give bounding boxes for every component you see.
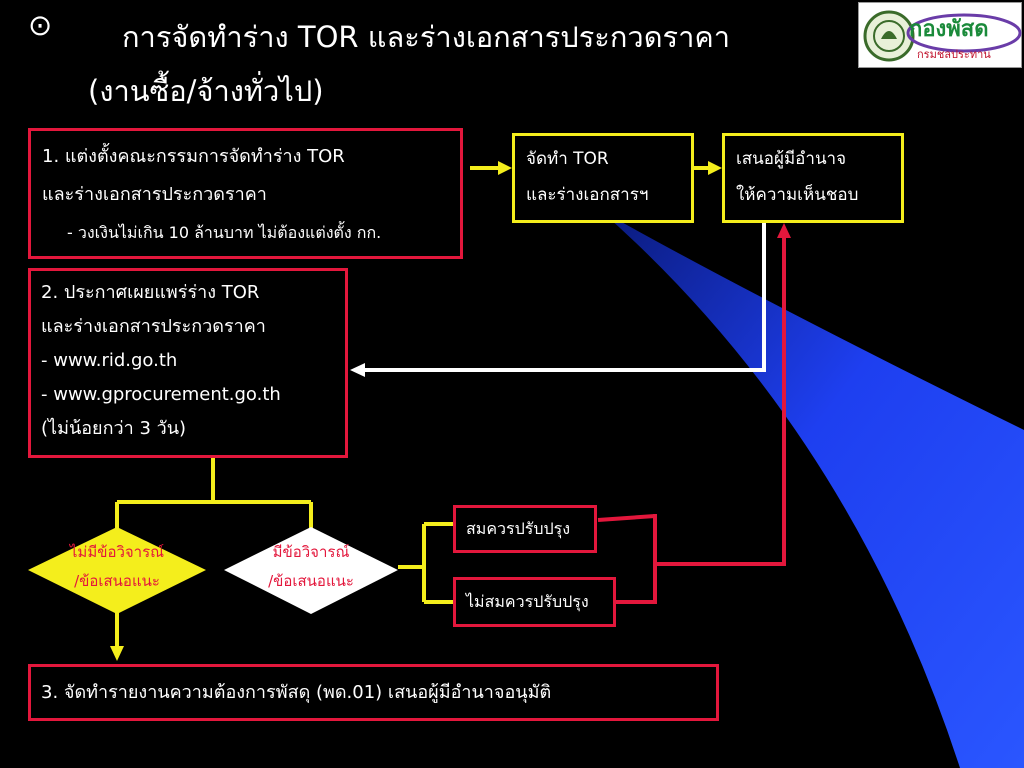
connector-comment-options [398,522,454,604]
decision-comment-line1: มีข้อวิจารณ์ [272,543,350,561]
step1-box: 1. แต่งตั้งคณะกรรมการจัดทำร่าง TOR และร่… [28,128,463,259]
step3-label: 3. จัดทำรายงานความต้องการพัสดุ (พด.01) เ… [41,682,552,703]
step2-box: 2. ประกาศเผยแพร่ร่าง TOR และร่างเอกสารปร… [28,268,348,458]
draft-tor-line1: จัดทำ TOR [526,149,609,169]
arrow-head-approve [777,223,791,238]
approve-box: เสนอผู้มีอำนาจ ให้ความเห็นชอบ [722,133,904,223]
decision-no-comment: ไม่มีข้อวิจารณ์ /ข้อเสนอแนะ [42,538,192,595]
logo-title: กองพัสด [909,17,989,42]
decision-comment-line2: /ข้อเสนอแนะ [268,571,354,590]
decision-no-comment-line1: ไม่มีข้อวิจารณ์ [69,543,165,561]
no-improve-box: ไม่สมควรปรับปรุง [453,577,616,627]
connector-step2-split [115,458,313,528]
arrow-no-comment-to-step3 [110,612,124,661]
page-subtitle: (งานซื้อ/จ้างทั่วไป) [88,74,324,108]
decision-comment: มีข้อวิจารณ์ /ข้อเสนอแนะ [236,538,386,595]
logo: กองพัสด กรมชลประทาน [858,2,1022,68]
improve-box: สมควรปรับปรุง [453,505,597,553]
seal-icon [863,10,1022,62]
step1-note: - วงเงินไม่เกิน 10 ล้านบาท ไม่ต้องแต่งตั… [67,223,382,242]
arrow-draft-to-approve [694,161,722,175]
no-improve-label: ไม่สมควรปรับปรุง [466,592,589,611]
decorative-beam [600,210,1024,768]
arrow-options-to-approve [597,238,786,604]
approve-line2: ให้ความเห็นชอบ [736,185,859,205]
arrow-step1-to-draft [470,161,512,175]
step2-duration: (ไม่น้อยกว่า 3 วัน) [41,418,187,439]
step1-line2: และร่างเอกสารประกวดราคา [42,184,267,205]
decision-comment-shape [224,527,398,614]
step2-line2: และร่างเอกสารประกวดราคา [41,316,266,337]
title-bullet-icon: ⊙ [28,8,53,42]
page-title: การจัดทำร่าง TOR และร่างเอกสารประกวดราคา [122,20,731,54]
arrow-approve-to-step2 [350,222,766,377]
logo-subtitle: กรมชลประทาน [917,48,991,61]
step2-link-gprocurement: - www.gprocurement.go.th [41,384,281,405]
step2-link-rid: - www.rid.go.th [41,350,178,371]
step2-line1: 2. ประกาศเผยแพร่ร่าง TOR [41,282,260,303]
approve-line1: เสนอผู้มีอำนาจ [736,149,847,169]
draft-tor-line2: และร่างเอกสารฯ [526,185,649,205]
step3-box: 3. จัดทำรายงานความต้องการพัสดุ (พด.01) เ… [28,664,719,721]
draft-tor-box: จัดทำ TOR และร่างเอกสารฯ [512,133,694,223]
step1-line1: 1. แต่งตั้งคณะกรรมการจัดทำร่าง TOR [42,146,345,167]
decision-no-comment-shape [28,527,206,614]
improve-label: สมควรปรับปรุง [466,519,571,538]
decision-no-comment-line2: /ข้อเสนอแนะ [74,571,160,590]
